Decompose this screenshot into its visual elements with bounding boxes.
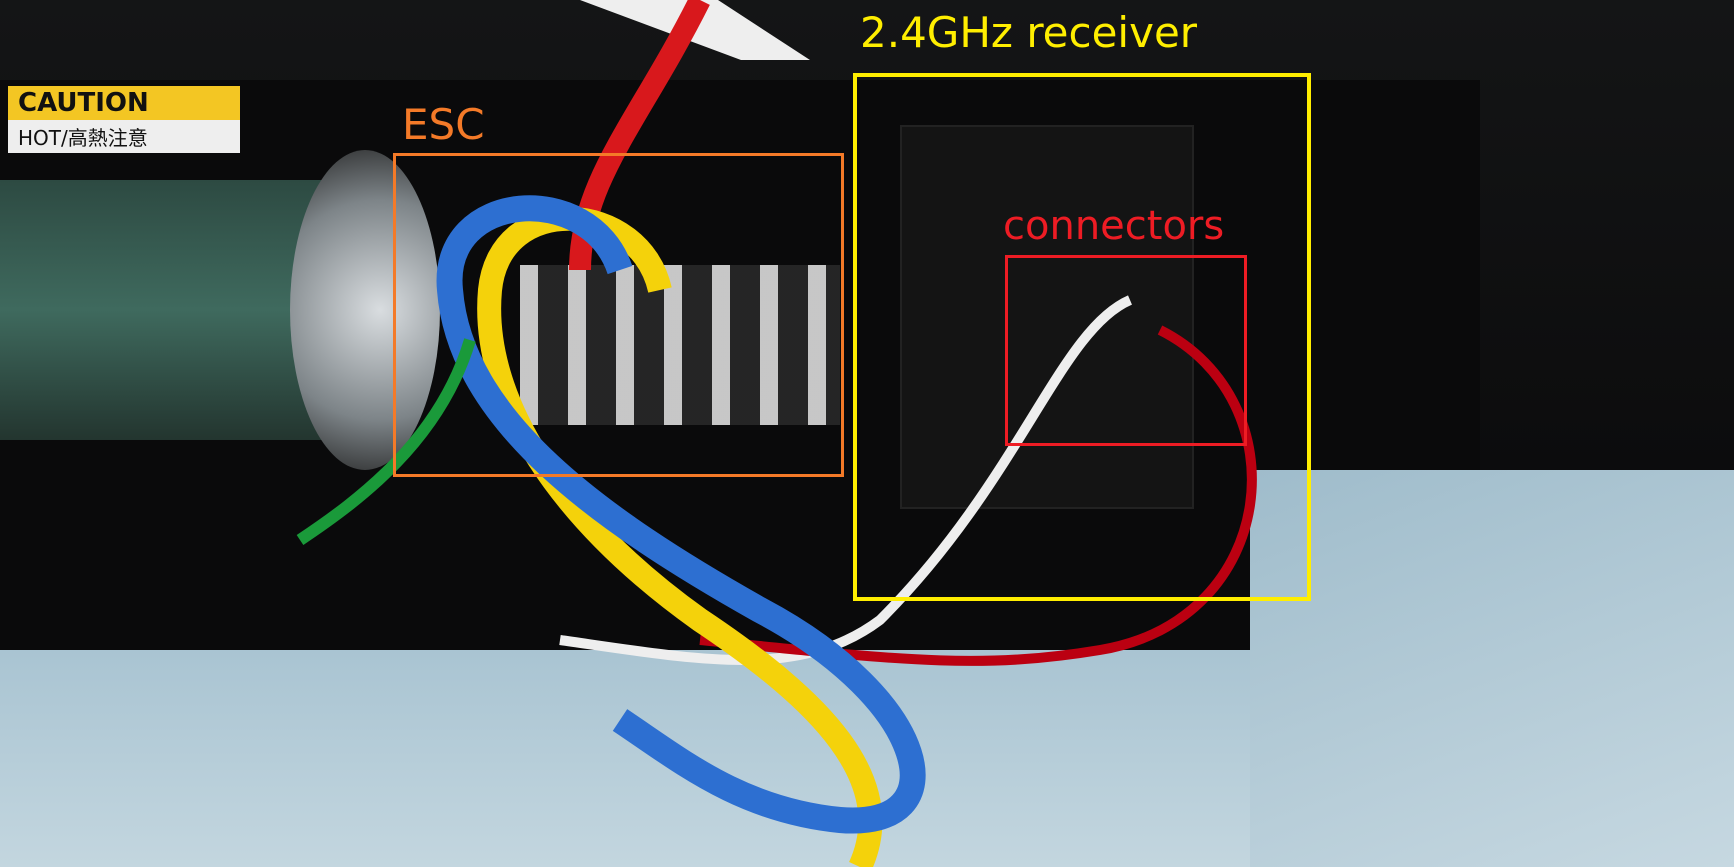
green-wire — [296, 338, 476, 545]
connectors-annotation-box — [1005, 255, 1247, 446]
esc-annotation-box — [393, 153, 844, 477]
servo-wire-red — [699, 325, 1257, 666]
hot-text: HOT/高熱注意 — [8, 120, 240, 153]
caution-text: CAUTION — [8, 86, 240, 120]
esc-annotation-label: ESC — [402, 100, 485, 149]
floor-right — [1250, 470, 1734, 867]
receiver-annotation-label: 2.4GHz receiver — [860, 8, 1198, 57]
caution-sticker: CAUTION HOT/高熱注意 — [8, 86, 240, 156]
connectors-annotation-label: connectors — [1003, 203, 1225, 249]
blue-wire — [436, 195, 926, 834]
esc-heatsink — [520, 265, 840, 425]
motor — [0, 180, 330, 440]
receiver-annotation-box — [853, 73, 1311, 601]
servo-wire-white — [559, 295, 1133, 665]
motor-endbell — [290, 150, 440, 470]
